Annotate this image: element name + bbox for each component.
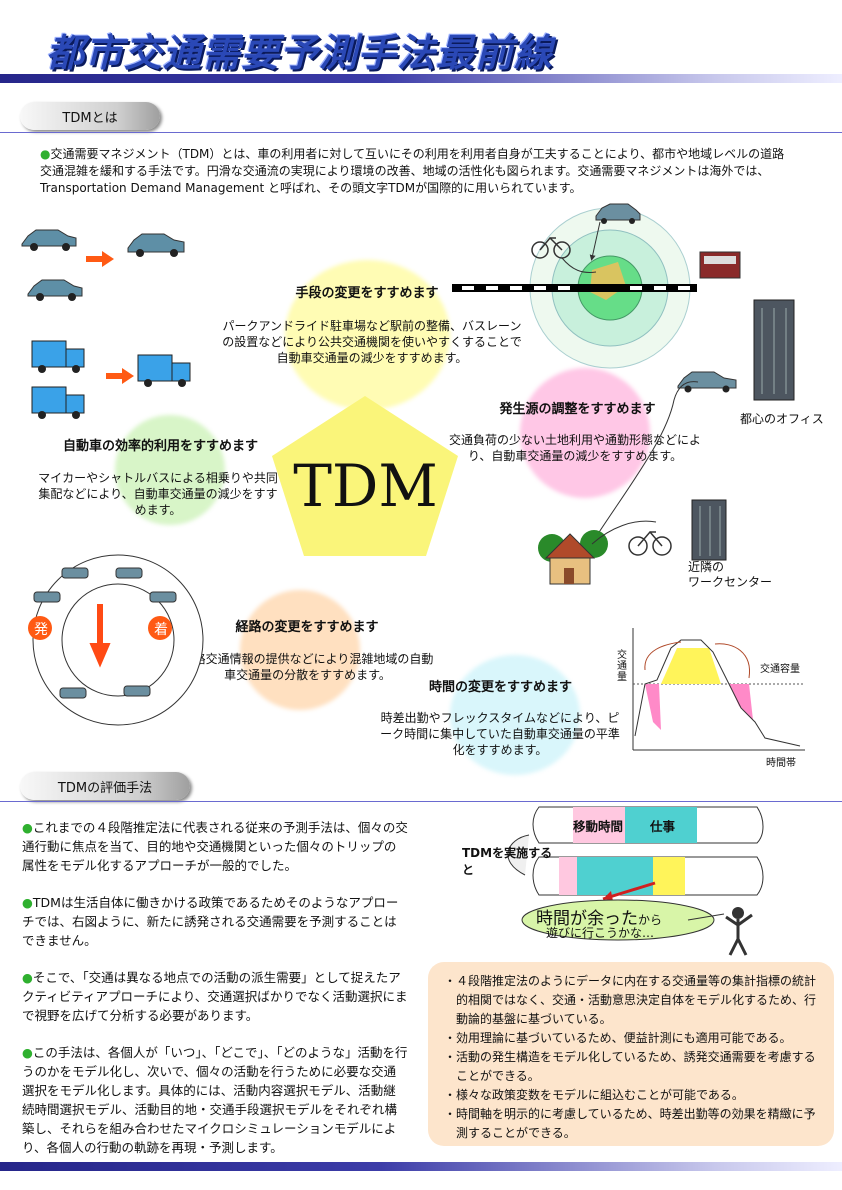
destination-label: 着	[154, 622, 168, 638]
measure-source-title: 発生源の調整をすすめます	[499, 402, 656, 417]
after-tdm-label: TDMを実施すると	[462, 846, 553, 877]
blob-green	[115, 415, 225, 525]
section-tab-tdm: TDMとは	[20, 102, 160, 130]
section-divider	[0, 801, 842, 802]
bullet-icon: ●	[22, 1045, 33, 1060]
peak-shift-chart	[632, 628, 805, 751]
measure-source-text: 交通負荷の少ない土地利用や通勤形態などにより、自動車交通量の減少をすすめます。	[448, 433, 701, 463]
blob-cyan	[450, 655, 580, 775]
blob-orange	[240, 590, 360, 710]
bubble-sub-text: 遊びに行こうかな…	[546, 926, 655, 940]
measure-mode-text: パークアンドライド駐車場など駅前の整備、バスレーンの設置などにより公共交通機関を…	[222, 319, 522, 365]
bullet-icon: ●	[22, 895, 33, 910]
measure-efficient-text: マイカーやシャトルバスによる相乗りや共同集配などにより、自動車交通量の減少をすす…	[38, 471, 278, 517]
work-center-label: 近隣の ワークセンター	[688, 560, 773, 589]
section-tab-evaluation: TDMの評価手法	[20, 772, 190, 800]
feature-item: ・時間軸を明示的に考慮しているため、時差出勤等の効果を精緻に予測することができる…	[444, 1107, 816, 1140]
section-tab-label: TDMの評価手法	[57, 780, 153, 796]
bullet-icon: ●	[22, 820, 33, 835]
person-icon	[725, 907, 753, 956]
measure-time-text: 時差出勤やフレックスタイムなどにより、ピーク時間に集中していた自動車交通量の平準…	[380, 711, 620, 757]
work-center-illustration	[538, 499, 727, 585]
blob-yellow	[285, 260, 450, 410]
source-adjust-illustration	[589, 299, 795, 547]
header-band	[0, 74, 842, 83]
measure-route-title: 経路の変更をすすめます	[235, 620, 379, 635]
feature-item: ・４段階推定法のようにデータに内在する交通量等の集計指標の統計的相関ではなく、交…	[444, 974, 817, 1026]
timeline-illustration	[507, 806, 764, 901]
tdm-pentagon	[272, 396, 458, 556]
truck-share-illustration	[31, 340, 191, 419]
measure-route-text: 道路交通情報の提供などにより混雑地域の自動車交通量の分散をすすめます。	[181, 652, 434, 682]
feature-item: ・活動の発生構造をモデル化しているため、誘発交通需要を考慮することができる。	[444, 1050, 816, 1083]
mode-change-illustration	[452, 203, 741, 369]
tdm-center-label: TDM	[293, 452, 438, 520]
measure-time-title: 時間の変更をすすめます	[428, 680, 572, 695]
speech-bubble	[521, 899, 725, 941]
feature-item: ・効用理論に基づいているため、便益計測にも適用可能である。	[444, 1031, 792, 1045]
intro-paragraph: ●交通需要マネジメント（TDM）とは、車の利用者に対して互いにその利用を利用者自…	[40, 147, 785, 195]
section-tab-label: TDMとは	[62, 110, 118, 126]
measure-mode-title: 手段の変更をすすめます	[295, 286, 439, 301]
bullet-icon: ●	[22, 970, 33, 985]
evaluation-paragraph-1: ●これまでの４段階推定法に代表される従来の予測手法は、個々の交通行動に焦点を当て…	[22, 820, 408, 873]
activity-approach-features: ・４段階推定法のようにデータに内在する交通量等の集計指標の統計的相関ではなく、交…	[428, 962, 834, 1146]
evaluation-paragraph-3: ●そこで、「交通は異なる地点での活動の派生需要」として捉えたアクティビティアプロ…	[22, 970, 408, 1023]
capacity-label: 交通容量	[760, 664, 800, 675]
measure-efficient-title: 自動車の効率的利用をすすめます	[62, 439, 258, 454]
feature-item: ・様々な政策変数をモデルに組込むことが可能である。	[444, 1088, 744, 1102]
route-change-illustration	[28, 554, 204, 726]
blob-pink	[520, 368, 650, 498]
axis-x-label: 時間帯	[766, 758, 796, 769]
origin-label: 発	[34, 622, 48, 638]
bubble-main-text: 時間が余ったから	[536, 909, 663, 929]
evaluation-paragraph-2: ●TDMは生活自体に働きかける政策であるためそのようなアプローチでは、右図ように…	[22, 895, 399, 948]
timeline-travel-label: 移動時間	[573, 819, 624, 834]
bullet-icon: ●	[40, 147, 51, 161]
axis-y-label: 交通量	[617, 650, 627, 683]
timeline-work-label: 仕事	[650, 819, 676, 834]
office-label: 都心のオフィス	[740, 412, 824, 426]
evaluation-paragraph-4: ●この手法は、各個人が「いつ」、「どこで」、「どのような」活動を行うのかをモデル…	[22, 1045, 408, 1155]
page-title: 都市交通需要予測手法最前線	[46, 30, 554, 75]
evaluation-text: ●これまでの４段階推定法に代表される従来の予測手法は、個々の交通行動に焦点を当て…	[22, 818, 408, 1175]
car-share-illustration	[21, 229, 185, 301]
section-divider	[0, 132, 842, 133]
footer-band	[0, 1162, 842, 1171]
